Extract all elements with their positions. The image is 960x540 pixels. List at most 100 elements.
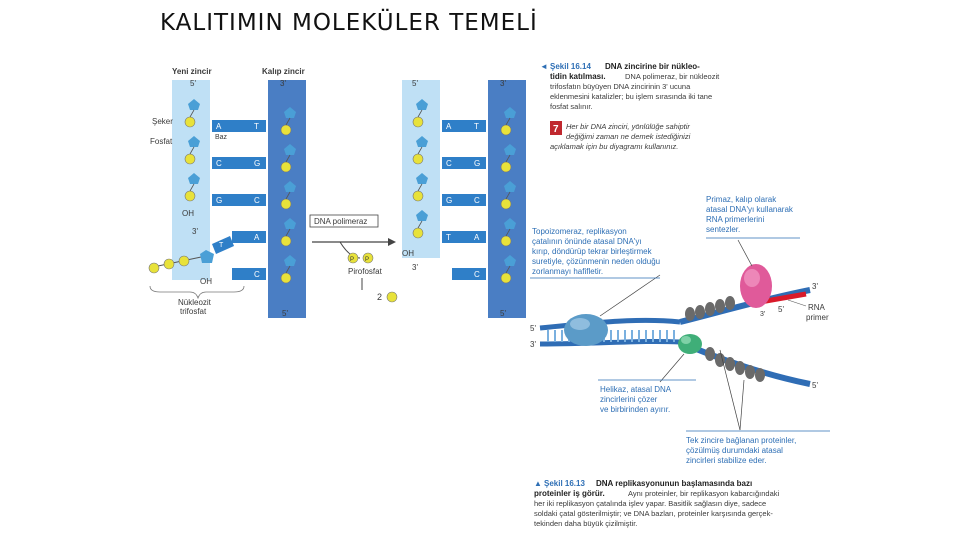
- ssb-protein: [735, 361, 745, 375]
- phosphate-icon: [185, 117, 195, 127]
- primase-callout-line: [738, 240, 752, 266]
- note-line: Tek zincire bağlanan proteinler,: [686, 436, 796, 445]
- p-letter: P: [365, 257, 369, 263]
- base-letter-right: C: [474, 270, 480, 279]
- phosphate-icon: [501, 125, 511, 135]
- caption-figure-16-14: ◄ Şekil 16.14 DNA zincirine bir nükleo- …: [540, 62, 720, 151]
- phosphate-icon: [185, 154, 195, 164]
- phosphate-icon: [281, 273, 291, 283]
- phosphate-icon: [501, 236, 511, 246]
- base-letter-left: G: [446, 196, 452, 205]
- after-3prime: 3': [412, 263, 418, 272]
- phosphate-icon: [413, 228, 423, 238]
- rna-primer-label-2: primer: [806, 313, 829, 322]
- note-line: çatalının önünde atasal DNA'yı: [532, 237, 642, 246]
- base-letter-right: C: [474, 196, 480, 205]
- topoisomerase-note: Topoizomeraz, replikasyon çatalının önün…: [532, 227, 660, 276]
- pyrophosphate-label: Pirofosfat: [348, 267, 383, 276]
- phosphate-icon: [413, 117, 423, 127]
- after-3prime-top: 3': [500, 79, 506, 88]
- template-3prime-top: 3': [280, 79, 286, 88]
- phosphate-icon: [501, 199, 511, 209]
- sugar-label: Şeker: [152, 117, 173, 126]
- new-strand-5prime: 5': [190, 79, 196, 88]
- base-letter-right: G: [474, 159, 480, 168]
- question-line: değiğimi zaman ne demek istediğinizi: [566, 132, 691, 141]
- phosphate-icon: [281, 162, 291, 172]
- base-letter-left: A: [446, 122, 452, 131]
- ssb-protein: [705, 302, 715, 316]
- ssb-protein: [725, 296, 735, 310]
- primase-note: Primaz, kalıp olarak atasal DNA'yı kulla…: [706, 195, 794, 234]
- phosphate-label: Fosfat: [150, 137, 173, 146]
- base-right: [232, 231, 266, 243]
- base-right: [232, 194, 266, 206]
- phosphate-icon: [501, 273, 511, 283]
- phosphate-icon: [413, 191, 423, 201]
- after-5prime-bottom: 5': [500, 309, 506, 318]
- new-strand-3prime: 3': [192, 227, 198, 236]
- base-letter-left: A: [216, 122, 222, 131]
- lower-5prime: 5': [812, 381, 818, 390]
- base-right: [452, 120, 486, 132]
- note-line: Helikaz, atasal DNA: [600, 385, 672, 394]
- base-pairs-after: ATCGGCTAC: [442, 120, 486, 280]
- after-5prime: 5': [412, 79, 418, 88]
- note-line: kırıp, döndürüp tekrar birleştirmek: [532, 247, 653, 256]
- oh-label-strand: OH: [182, 209, 194, 218]
- incoming-base-letter: T: [219, 242, 224, 249]
- parental-strand-top: [540, 320, 680, 328]
- note-line: zincirleri stabilize eder.: [686, 456, 766, 465]
- phosphate-icon: [501, 162, 511, 172]
- ssb-note: Tek zincire bağlanan proteinler, çözülmü…: [686, 436, 796, 465]
- base-letter-left: C: [216, 159, 222, 168]
- helicase-enzyme: [678, 334, 702, 354]
- base-right: [452, 194, 486, 206]
- caption-line: trifosfatın büyüyen DNA zincirinin 3' uc…: [550, 82, 691, 91]
- polymerase-reaction: DNA polimeraz P P Pirofosfat 2: [310, 215, 397, 302]
- ssb-protein: [755, 368, 765, 382]
- template-strand-label: Kalıp zincir: [262, 67, 305, 76]
- left-3prime: 3': [530, 340, 536, 349]
- two-pi-number: 2: [377, 292, 382, 302]
- ssb-protein: [725, 357, 735, 371]
- base-letter-right: G: [254, 159, 260, 168]
- question-line: Her bir DNA zinciri, yönlülüğe sahiptir: [566, 122, 690, 131]
- ssb-protein: [705, 347, 715, 361]
- base-letter-right: C: [254, 270, 260, 279]
- caption-title-2: proteinler iş görür.: [534, 489, 605, 498]
- base-letter-left: G: [216, 196, 222, 205]
- note-line: çözülmüş durumdaki atasal: [686, 446, 783, 455]
- left-5prime: 5': [530, 324, 536, 333]
- base-letter-right: A: [254, 233, 260, 242]
- after-oh: OH: [402, 249, 414, 258]
- base-letter-right: A: [474, 233, 480, 242]
- base-right: [452, 231, 486, 243]
- question-number: 7: [553, 124, 559, 135]
- note-line: atasal DNA'yı kullanarak: [706, 205, 794, 214]
- base-label: Baz: [215, 134, 228, 141]
- note-line: zincirlerini çözer: [600, 395, 658, 404]
- base-letter-left: C: [446, 159, 452, 168]
- p-letter: P: [350, 257, 354, 263]
- phosphate-icon: [179, 256, 189, 266]
- caption-title-2: tidin katılması.: [550, 72, 606, 81]
- caption-line: tekinden daha büyük çizilmiştir.: [534, 519, 637, 528]
- note-line: RNA primerlerini: [706, 215, 764, 224]
- topoisomerase-callout-line: [600, 275, 660, 316]
- nucleoside-label-2: trifosfat: [180, 307, 207, 316]
- new-strand-label: Yeni zincir: [172, 67, 212, 76]
- base-right: [232, 157, 266, 169]
- question-line: açıklamak için bu diyagramı kullanınız.: [550, 142, 678, 151]
- base-letter-left: T: [446, 233, 451, 242]
- caption-line: eklenmesini katalizler; bu işlem sırasın…: [550, 92, 712, 101]
- caption-number: Şekil 16.13: [544, 479, 585, 488]
- nucleoside-label-1: Nükleozit: [178, 298, 212, 307]
- caption-number: Şekil 16.14: [550, 62, 591, 71]
- reaction-arrowhead: [388, 238, 396, 246]
- template-5prime-bottom: 5': [282, 309, 288, 318]
- replication-fork: 5' 3' 3' 5' 3' 5' RNA primer Primaz, kal…: [530, 195, 830, 465]
- primer-5prime: 5': [778, 305, 784, 314]
- rna-primer-label-1: RNA: [808, 303, 826, 312]
